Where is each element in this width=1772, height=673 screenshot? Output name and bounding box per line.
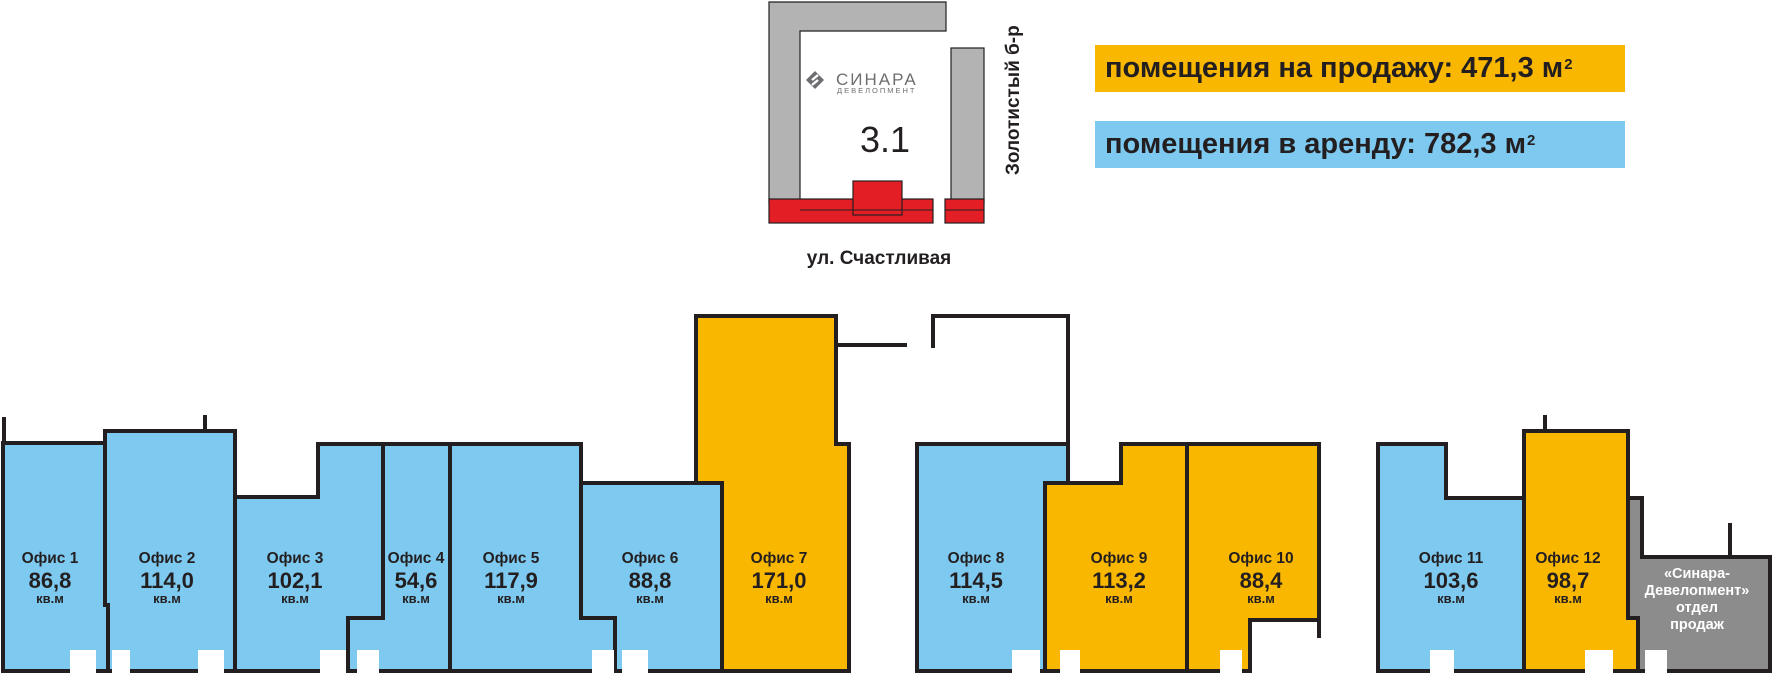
entrance-center	[852, 180, 903, 216]
office-2-label: Офис 2	[139, 550, 196, 567]
office-4-area: 54,6	[395, 568, 438, 593]
office-7[interactable]	[694, 314, 851, 673]
office-6-unit: кв.м	[636, 591, 664, 606]
office-10[interactable]	[1185, 442, 1321, 673]
sales-office-line-2: Девелопмент»	[1645, 583, 1750, 599]
logo-name: СИНАРА	[836, 70, 918, 89]
office-sales[interactable]	[1626, 496, 1772, 673]
building-wing-left	[768, 1, 947, 205]
office-2-area: 114,0	[140, 568, 194, 593]
office-8-label: Офис 8	[948, 550, 1005, 567]
office-3-label: Офис 3	[267, 550, 324, 567]
office-4-label: Офис 4	[388, 550, 445, 567]
office-1-label: Офис 1	[22, 550, 79, 567]
sales-office-line-1: «Синара-	[1664, 566, 1730, 582]
office-7-unit: кв.м	[765, 591, 793, 606]
building-number: 3.1	[860, 119, 910, 160]
office-10-area: 88,4	[1240, 568, 1284, 593]
office-8-unit: кв.м	[962, 591, 990, 606]
sales-office-line-3: отдел	[1676, 600, 1718, 616]
office-8-area: 114,5	[949, 568, 1003, 593]
sales-office-line-4: продаж	[1670, 617, 1725, 633]
office-1-unit: кв.м	[36, 591, 64, 606]
office-6-area: 88,8	[629, 568, 672, 593]
office-11-area: 103,6	[1423, 568, 1478, 593]
office-labels: Офис 1 86,8 кв.м Офис 2 114,0 кв.м Офис …	[22, 550, 1750, 633]
office-7-area: 171,0	[751, 568, 806, 593]
legend-sale-text: помещения на продажу: 471,3 м	[1105, 52, 1564, 84]
office-10-unit: кв.м	[1247, 591, 1275, 606]
office-6-label: Офис 6	[622, 550, 679, 567]
office-3-area: 102,1	[267, 568, 322, 593]
office-9-unit: кв.м	[1105, 591, 1133, 606]
building-wing-right	[950, 47, 985, 205]
legend-sale-sup: 2	[1564, 56, 1573, 73]
office-12-label: Офис 12	[1535, 550, 1600, 567]
office-5-area: 117,9	[484, 568, 538, 593]
door-openings	[70, 650, 1667, 673]
office-5-unit: кв.м	[497, 591, 525, 606]
street-bottom-label: ул. Счастливая	[807, 248, 951, 269]
office-9-label: Офис 9	[1091, 550, 1148, 567]
office-11-label: Офис 11	[1419, 550, 1484, 567]
office-12-unit: кв.м	[1554, 591, 1582, 606]
walls	[2, 314, 1732, 638]
office-2-unit: кв.м	[153, 591, 181, 606]
key-plan: СИНАРА ДЕВЕЛОПМЕНТ 3.1 Золотистый б-р ул…	[768, 1, 1024, 269]
logo-icon	[806, 71, 824, 89]
street-right-label: Золотистый б-р	[1003, 25, 1024, 175]
office-1-area: 86,8	[29, 568, 72, 593]
legend-rent-text: помещения в аренду: 782,3 м	[1105, 128, 1527, 160]
office-11-unit: кв.м	[1437, 591, 1465, 606]
office-shapes	[1, 314, 1772, 673]
logo-sub: ДЕВЕЛОПМЕНТ	[837, 86, 916, 95]
office-10-label: Офис 10	[1228, 550, 1293, 567]
office-9-area: 113,2	[1092, 568, 1146, 593]
office-5-label: Офис 5	[483, 550, 540, 567]
office-12-area: 98,7	[1547, 568, 1590, 593]
office-7-label: Офис 7	[751, 550, 808, 567]
office-2[interactable]	[103, 429, 237, 673]
entrance-left	[768, 198, 934, 224]
entrance-right	[944, 198, 985, 224]
office-3-unit: кв.м	[281, 591, 309, 606]
legend-rent-sup: 2	[1527, 132, 1536, 149]
office-4-unit: кв.м	[402, 591, 430, 606]
